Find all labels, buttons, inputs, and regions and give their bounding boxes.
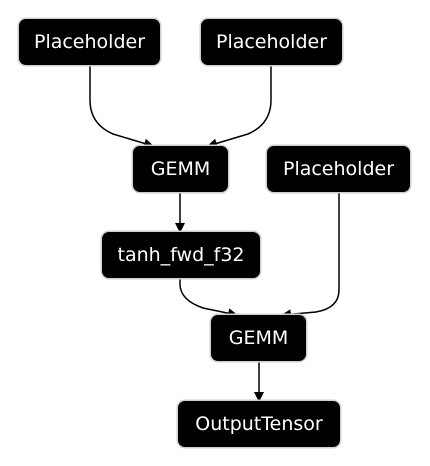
edge-group <box>89 65 340 402</box>
gemm-node-1[interactable]: GEMM <box>133 146 228 192</box>
tanh-fwd-node[interactable]: tanh_fwd_f32 <box>102 232 260 278</box>
edge-placeholder_b-to-gemm_1 <box>207 65 272 149</box>
placeholder-node-b[interactable]: Placeholder <box>201 19 342 65</box>
edge-placeholder_a-to-gemm_1 <box>89 65 154 149</box>
placeholder-node-c[interactable]: Placeholder <box>267 146 410 192</box>
edge-placeholder_c-to-gemm_2 <box>281 192 340 320</box>
gemm-node-2[interactable]: GEMM <box>211 315 306 361</box>
placeholder-node-a[interactable]: Placeholder <box>19 19 160 65</box>
edge-tanh-to-gemm_2 <box>179 278 238 319</box>
output-tensor-node[interactable]: OutputTensor <box>178 401 340 447</box>
